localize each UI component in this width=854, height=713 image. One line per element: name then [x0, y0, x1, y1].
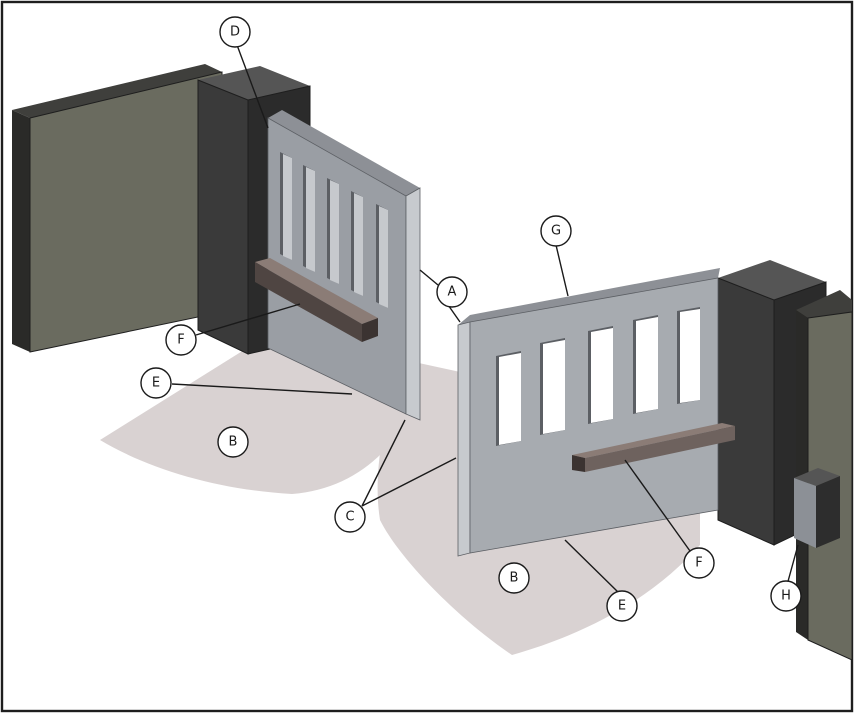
callout-f-left-label: F	[177, 333, 184, 348]
callout-a: A	[436, 276, 468, 308]
leader-e-left	[171, 383, 353, 395]
callout-b-right-label: B	[510, 571, 519, 586]
leader-c-left	[361, 419, 406, 507]
callout-h: H	[770, 580, 802, 612]
left-actuator-bar	[255, 258, 378, 342]
callout-b-left-label: B	[229, 435, 238, 450]
callout-g-label: G	[551, 224, 561, 239]
callout-e-left-label: E	[152, 376, 160, 391]
leader-f-left	[195, 303, 301, 336]
right-actuator-bar	[572, 423, 735, 472]
leader-e-right	[564, 539, 621, 595]
leader-c-right	[361, 457, 457, 507]
callout-b-right: B	[498, 562, 530, 594]
callout-b-left: B	[217, 426, 249, 458]
callout-f-right-label: F	[695, 556, 702, 571]
control-device	[794, 468, 840, 548]
leader-a-top	[419, 269, 439, 286]
callout-d-label: D	[230, 25, 240, 40]
right-gate-leaf	[457, 268, 720, 557]
callout-c: C	[334, 501, 366, 533]
leader-d	[236, 44, 269, 129]
leader-g	[555, 244, 569, 297]
callout-d: D	[219, 16, 251, 48]
callout-c-label: C	[345, 510, 354, 525]
left-gate-leaf	[267, 110, 421, 421]
callout-f-left: F	[165, 324, 197, 356]
left-wall	[12, 64, 223, 353]
callout-f-right: F	[683, 547, 715, 579]
callout-e-right-label: E	[618, 599, 626, 614]
callout-e-left: E	[140, 367, 172, 399]
leader-h	[786, 544, 799, 586]
callout-h-label: H	[781, 589, 791, 604]
callout-e-right: E	[606, 590, 638, 622]
leader-f-right	[624, 459, 691, 552]
callout-a-label: A	[448, 285, 457, 300]
callout-g: G	[540, 215, 572, 247]
